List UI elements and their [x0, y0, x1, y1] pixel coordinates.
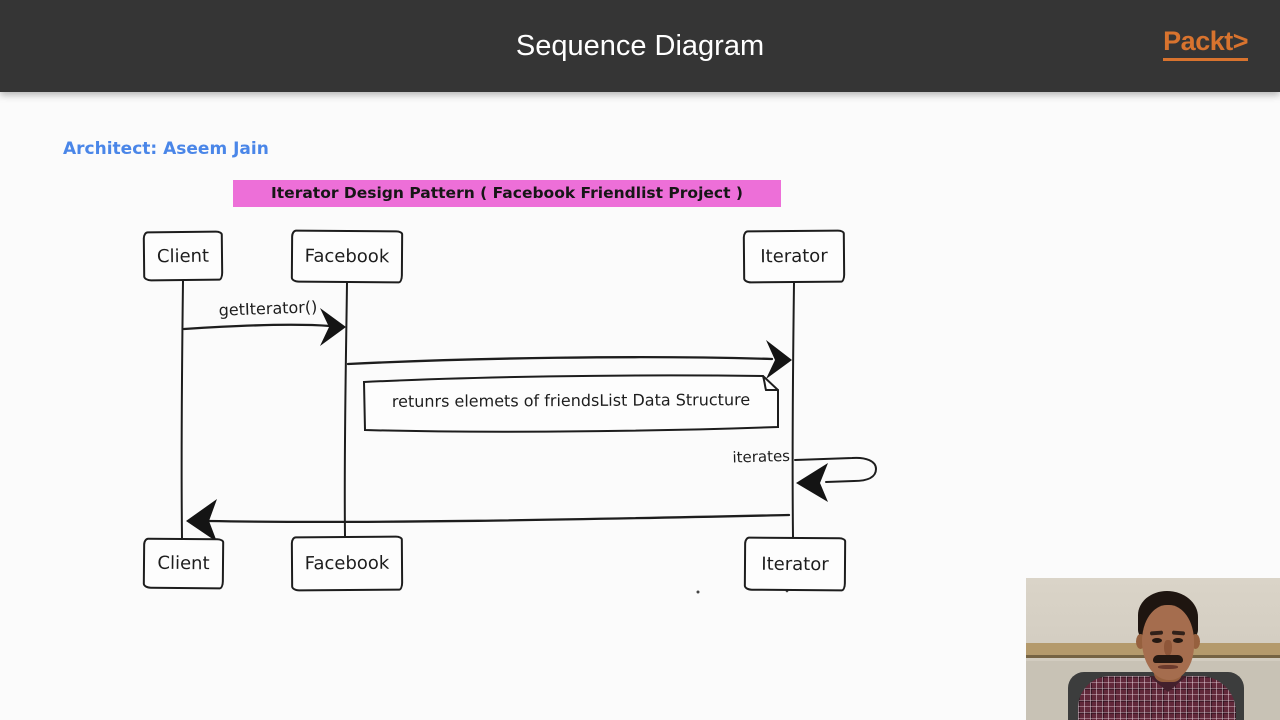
header-bar: Sequence Diagram Packt> [0, 0, 1280, 92]
note-outline [362, 374, 779, 433]
presenter-nose [1164, 640, 1172, 656]
ink-dot [696, 590, 700, 594]
presenter-webcam-overlay [1026, 578, 1280, 720]
message-label-iterates: iterates [732, 446, 791, 467]
actor-box-facebook-top: Facebook [290, 229, 404, 284]
note-fold [762, 375, 779, 391]
actor-box-client-bottom: Client [142, 537, 225, 590]
lifeline-iterator [791, 282, 795, 538]
presenter-ear-left [1136, 634, 1145, 649]
presenter-ear-right [1191, 634, 1200, 649]
actor-label: Iterator [761, 553, 829, 575]
actor-label: Client [157, 552, 210, 575]
diagram-title-highlight: Iterator Design Pattern ( Facebook Frien… [233, 180, 781, 207]
presenter-eye-right [1173, 638, 1183, 643]
arrowhead-facebook-to-iterator [766, 340, 792, 379]
presenter-mouth [1158, 665, 1178, 669]
message-facebook-to-iterator-line [346, 356, 774, 366]
note-text: retunrs elemets of friendsList Data Stru… [391, 390, 751, 411]
lifeline-client [180, 280, 184, 539]
actor-label: Facebook [304, 245, 390, 268]
actor-label: Facebook [304, 552, 390, 575]
page-title: Sequence Diagram [515, 30, 765, 62]
presenter-plaid-shirt [1078, 676, 1236, 720]
actor-box-iterator-top: Iterator [742, 229, 846, 284]
presenter-eye-left [1152, 638, 1162, 643]
return-line [206, 513, 791, 524]
actor-label: Iterator [760, 245, 828, 268]
arrowhead-getiterator [320, 308, 346, 346]
arrowhead-return [186, 499, 217, 542]
lifeline-facebook [343, 282, 348, 537]
actor-box-facebook-bottom: Facebook [290, 535, 404, 592]
presenter-eyebrow-right [1171, 630, 1186, 636]
actor-box-client-top: Client [142, 230, 224, 282]
iterates-self-loop [794, 456, 878, 483]
arrowhead-self-loop [796, 463, 828, 502]
presenter-mustache [1153, 655, 1183, 663]
architect-label: Architect: Aseem Jain [63, 139, 269, 159]
packt-logo: Packt> [1163, 26, 1248, 61]
message-getiterator-line [182, 323, 332, 331]
actor-label: Client [156, 245, 210, 267]
actor-box-iterator-bottom: Iterator [743, 536, 847, 592]
